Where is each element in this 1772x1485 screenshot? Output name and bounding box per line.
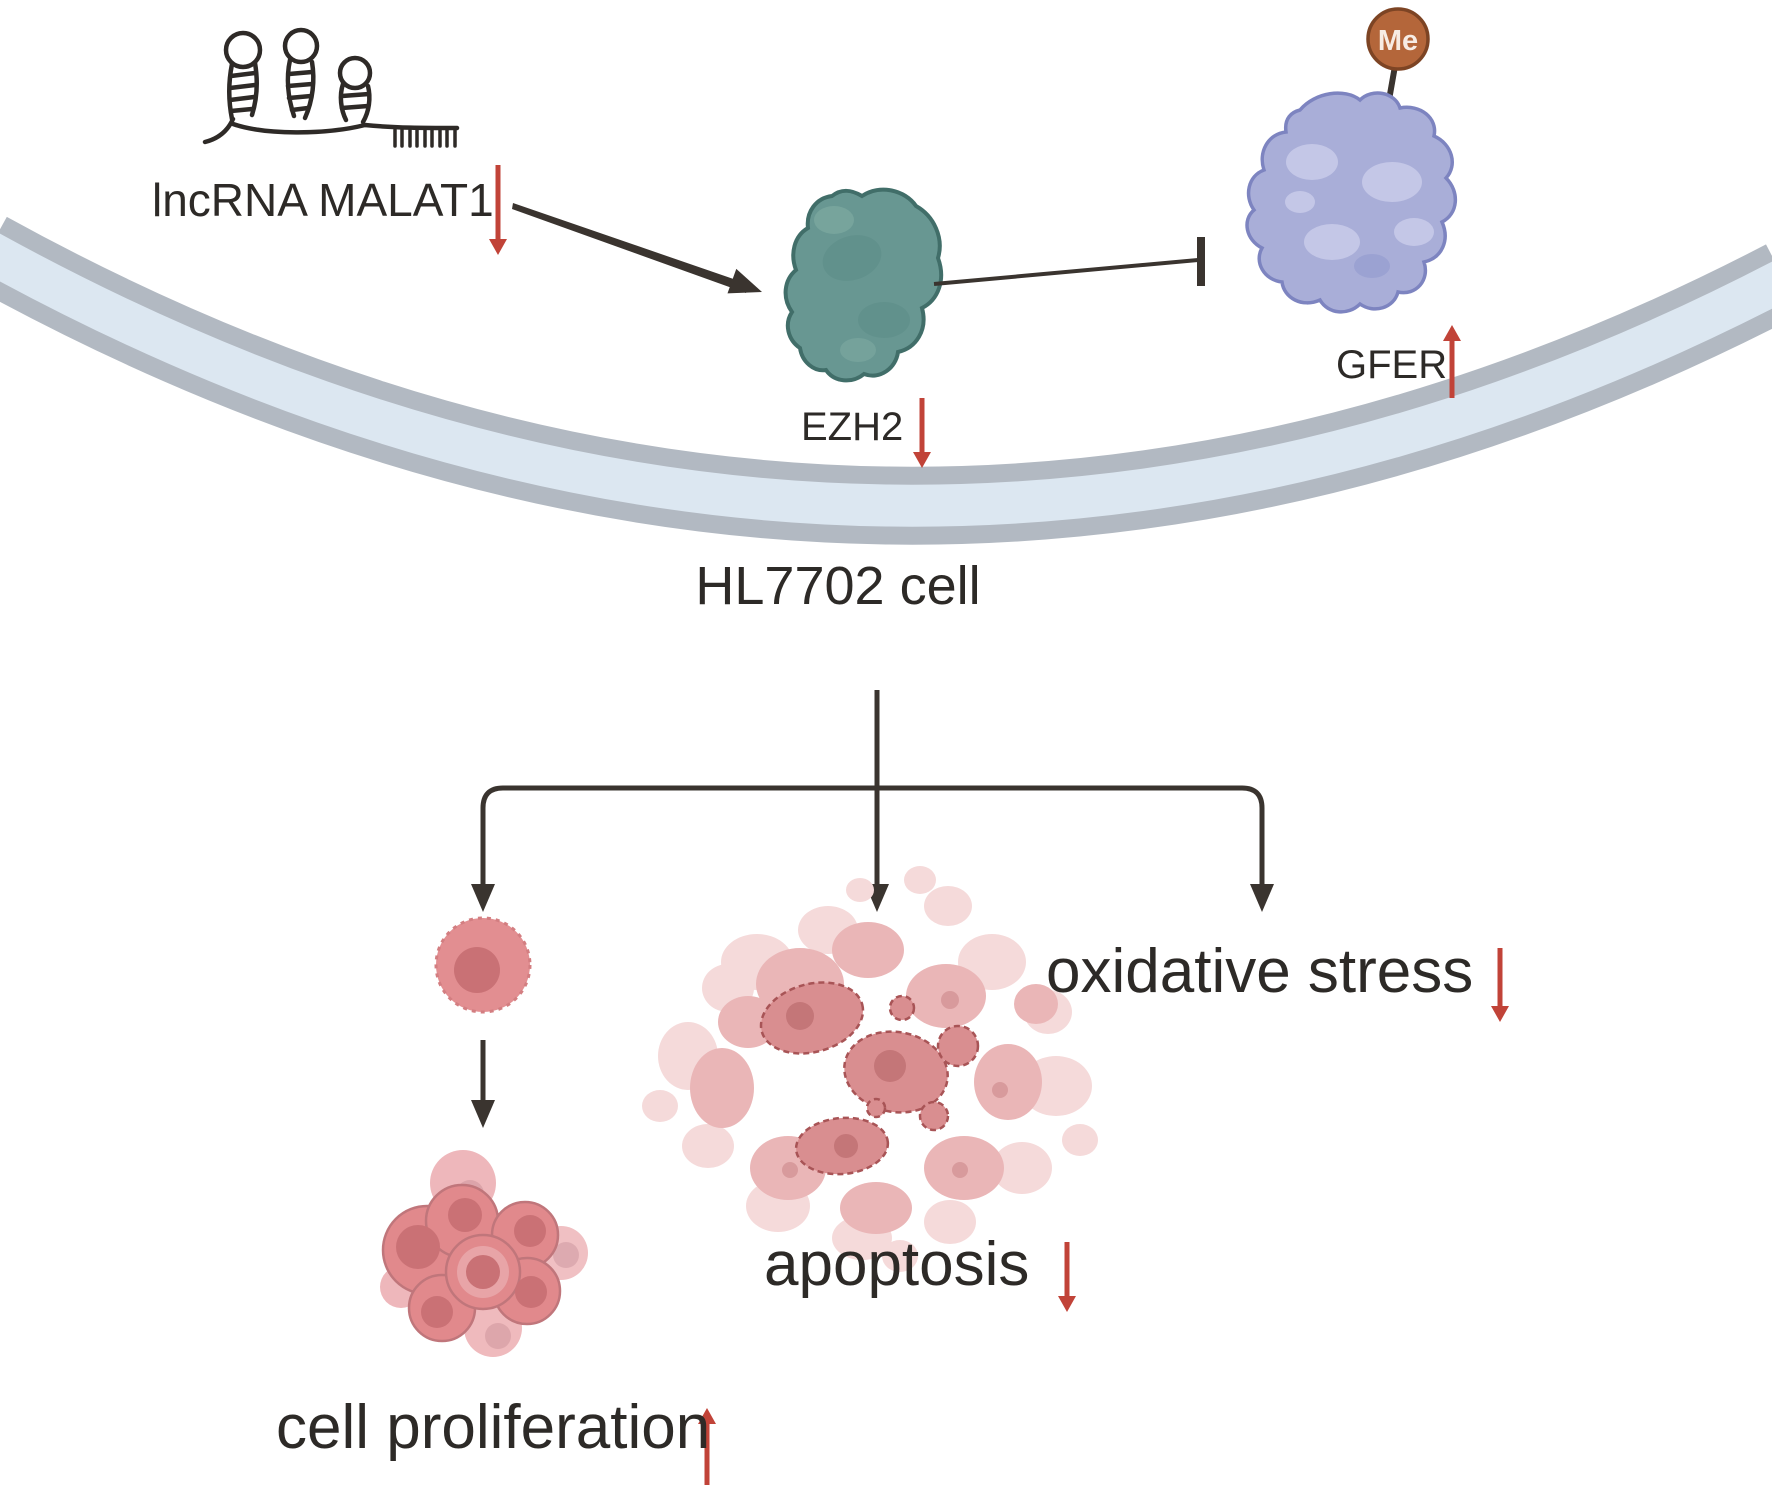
proliferation-up-arrow-icon (698, 1408, 716, 1485)
membrane-inner-band (0, 233, 1772, 527)
single-cell-icon (434, 916, 532, 1014)
cell-proliferation-label: cell proliferation (276, 1393, 711, 1462)
oxidative-stress-label: oxidative stress (1046, 937, 1474, 1006)
ezh2-protein-blob-icon (783, 187, 944, 383)
oxidative-stress-down-arrow-icon (1491, 948, 1509, 1022)
cell-nucleus (454, 947, 500, 993)
gfer-up-arrow-icon (1443, 325, 1461, 398)
methyl-label: Me (1378, 25, 1418, 57)
cell-line-label: HL7702 cell (695, 556, 981, 616)
apoptosis-label: apoptosis (764, 1230, 1030, 1299)
cell-membrane-arc (0, 216, 1772, 545)
malat1-down-arrow-icon (489, 165, 507, 255)
branch-arrows (471, 690, 1274, 912)
inhibition-bar-icon (933, 237, 1205, 286)
ezh2-label: EZH2 (801, 405, 904, 449)
ezh2-down-arrow-icon (913, 398, 931, 468)
activation-arrow-icon (512, 203, 762, 294)
lncrna-malat1-label: lncRNA MALAT1 (152, 174, 494, 226)
cell-cluster-icon (380, 1150, 588, 1357)
branch-arrowhead-left (471, 884, 495, 912)
rna-hairpin-icon (202, 27, 460, 148)
gfer-protein-blob-icon: Me (1245, 7, 1457, 314)
gfer-label: GFER (1336, 343, 1448, 387)
branch-arrowhead-right (1250, 884, 1274, 912)
apoptosis-down-arrow-icon (1058, 1242, 1076, 1312)
methyl-circle-icon: Me (1366, 7, 1430, 71)
division-arrow-icon (471, 1040, 495, 1128)
apoptotic-cell-icon (642, 866, 1098, 1272)
